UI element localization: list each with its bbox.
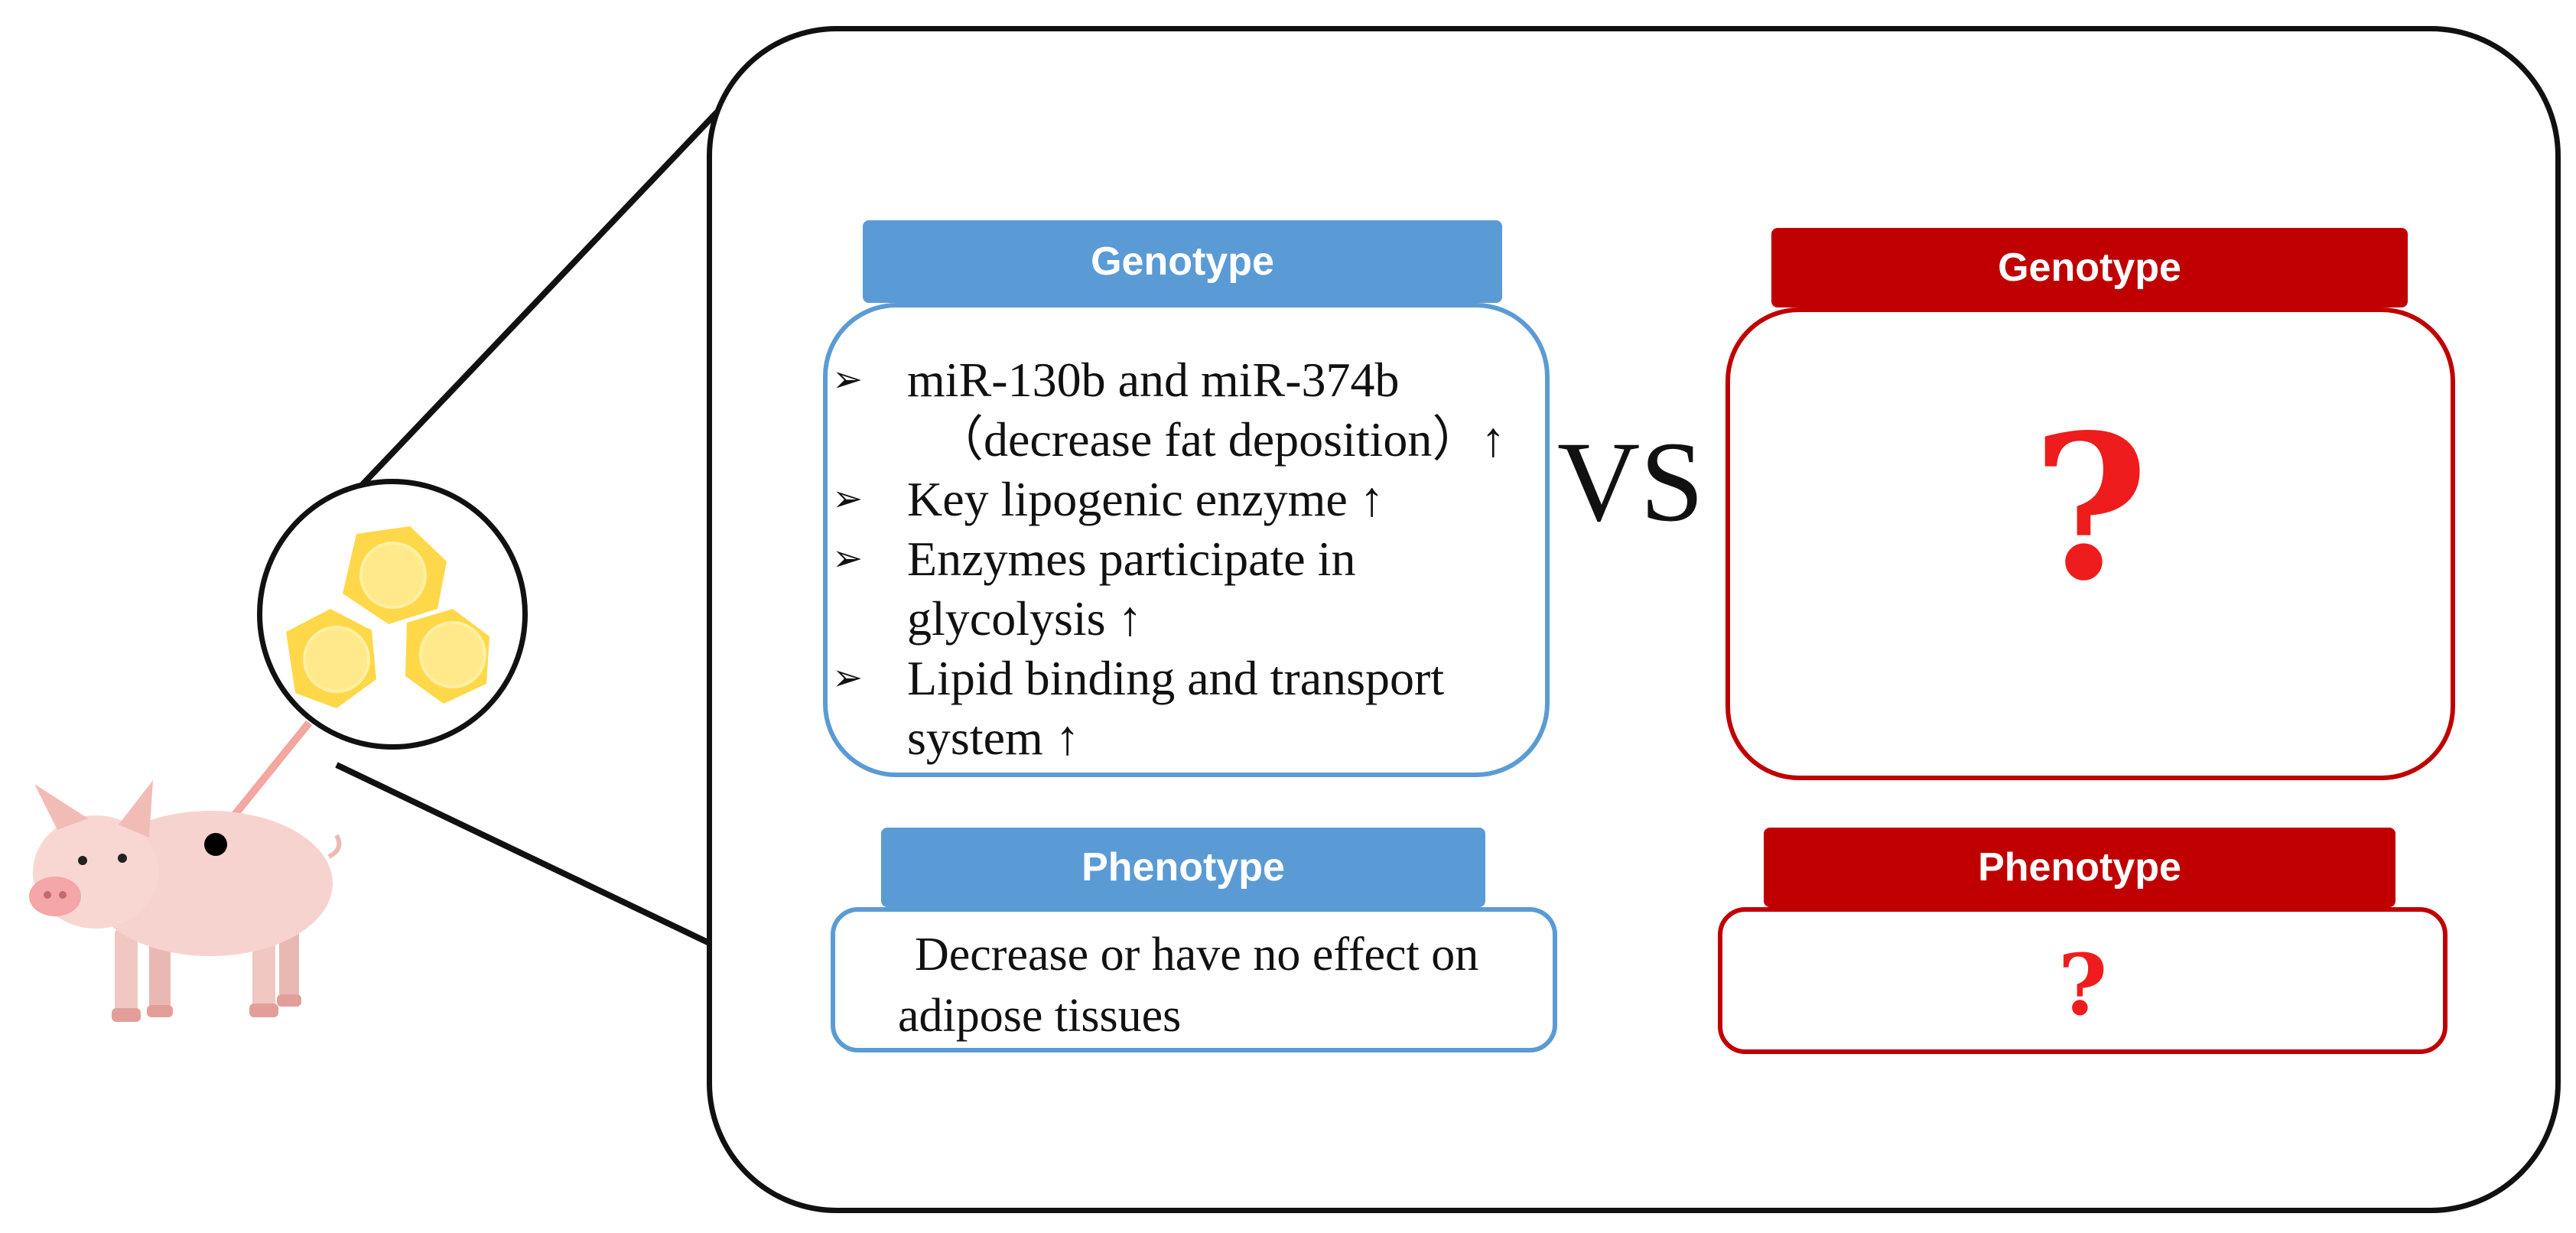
right-genotype-header: Genotype — [1771, 228, 2408, 307]
right-phenotype-header: Phenotype — [1764, 828, 2395, 907]
left-phenotype-header: Phenotype — [881, 828, 1485, 907]
bullet-arrow-icon: ➢ — [832, 359, 864, 400]
list-item: ➢ Enzymes participate in glycolysis ↑ — [828, 529, 1516, 649]
bullet-arrow-icon: ➢ — [832, 658, 864, 698]
unknown-genotype-question-mark: ? — [2031, 392, 2149, 625]
unknown-phenotype-question-mark: ? — [2057, 935, 2108, 1034]
fat-cell-icon — [343, 526, 447, 624]
left-genotype-box — [823, 303, 1550, 777]
right-genotype-box — [1725, 307, 2455, 780]
bullet-arrow-icon: ➢ — [832, 479, 864, 519]
genotype-bullet-list: ➢ miR-130b and miR-374b （decrease fat de… — [828, 350, 1516, 768]
pig-illustration — [29, 780, 342, 1022]
left-genotype-header: Genotype — [863, 220, 1502, 303]
left-phenotype-box — [831, 907, 1557, 1052]
list-item: ➢ Key lipogenic enzyme ↑ — [828, 470, 1516, 529]
list-item: ➢ Lipid binding and transport system ↑ — [828, 649, 1516, 768]
vs-label: VS — [1557, 418, 1704, 545]
fat-cells-group — [286, 526, 490, 708]
list-item: ➢ miR-130b and miR-374b （decrease fat de… — [828, 350, 1516, 470]
right-phenotype-box — [1718, 907, 2448, 1054]
fat-cell-icon — [405, 609, 490, 704]
bullet-arrow-icon: ➢ — [832, 538, 864, 579]
phenotype-text: Decrease or have no effect on adipose ti… — [898, 929, 1479, 1042]
fat-cell-icon — [286, 609, 376, 708]
